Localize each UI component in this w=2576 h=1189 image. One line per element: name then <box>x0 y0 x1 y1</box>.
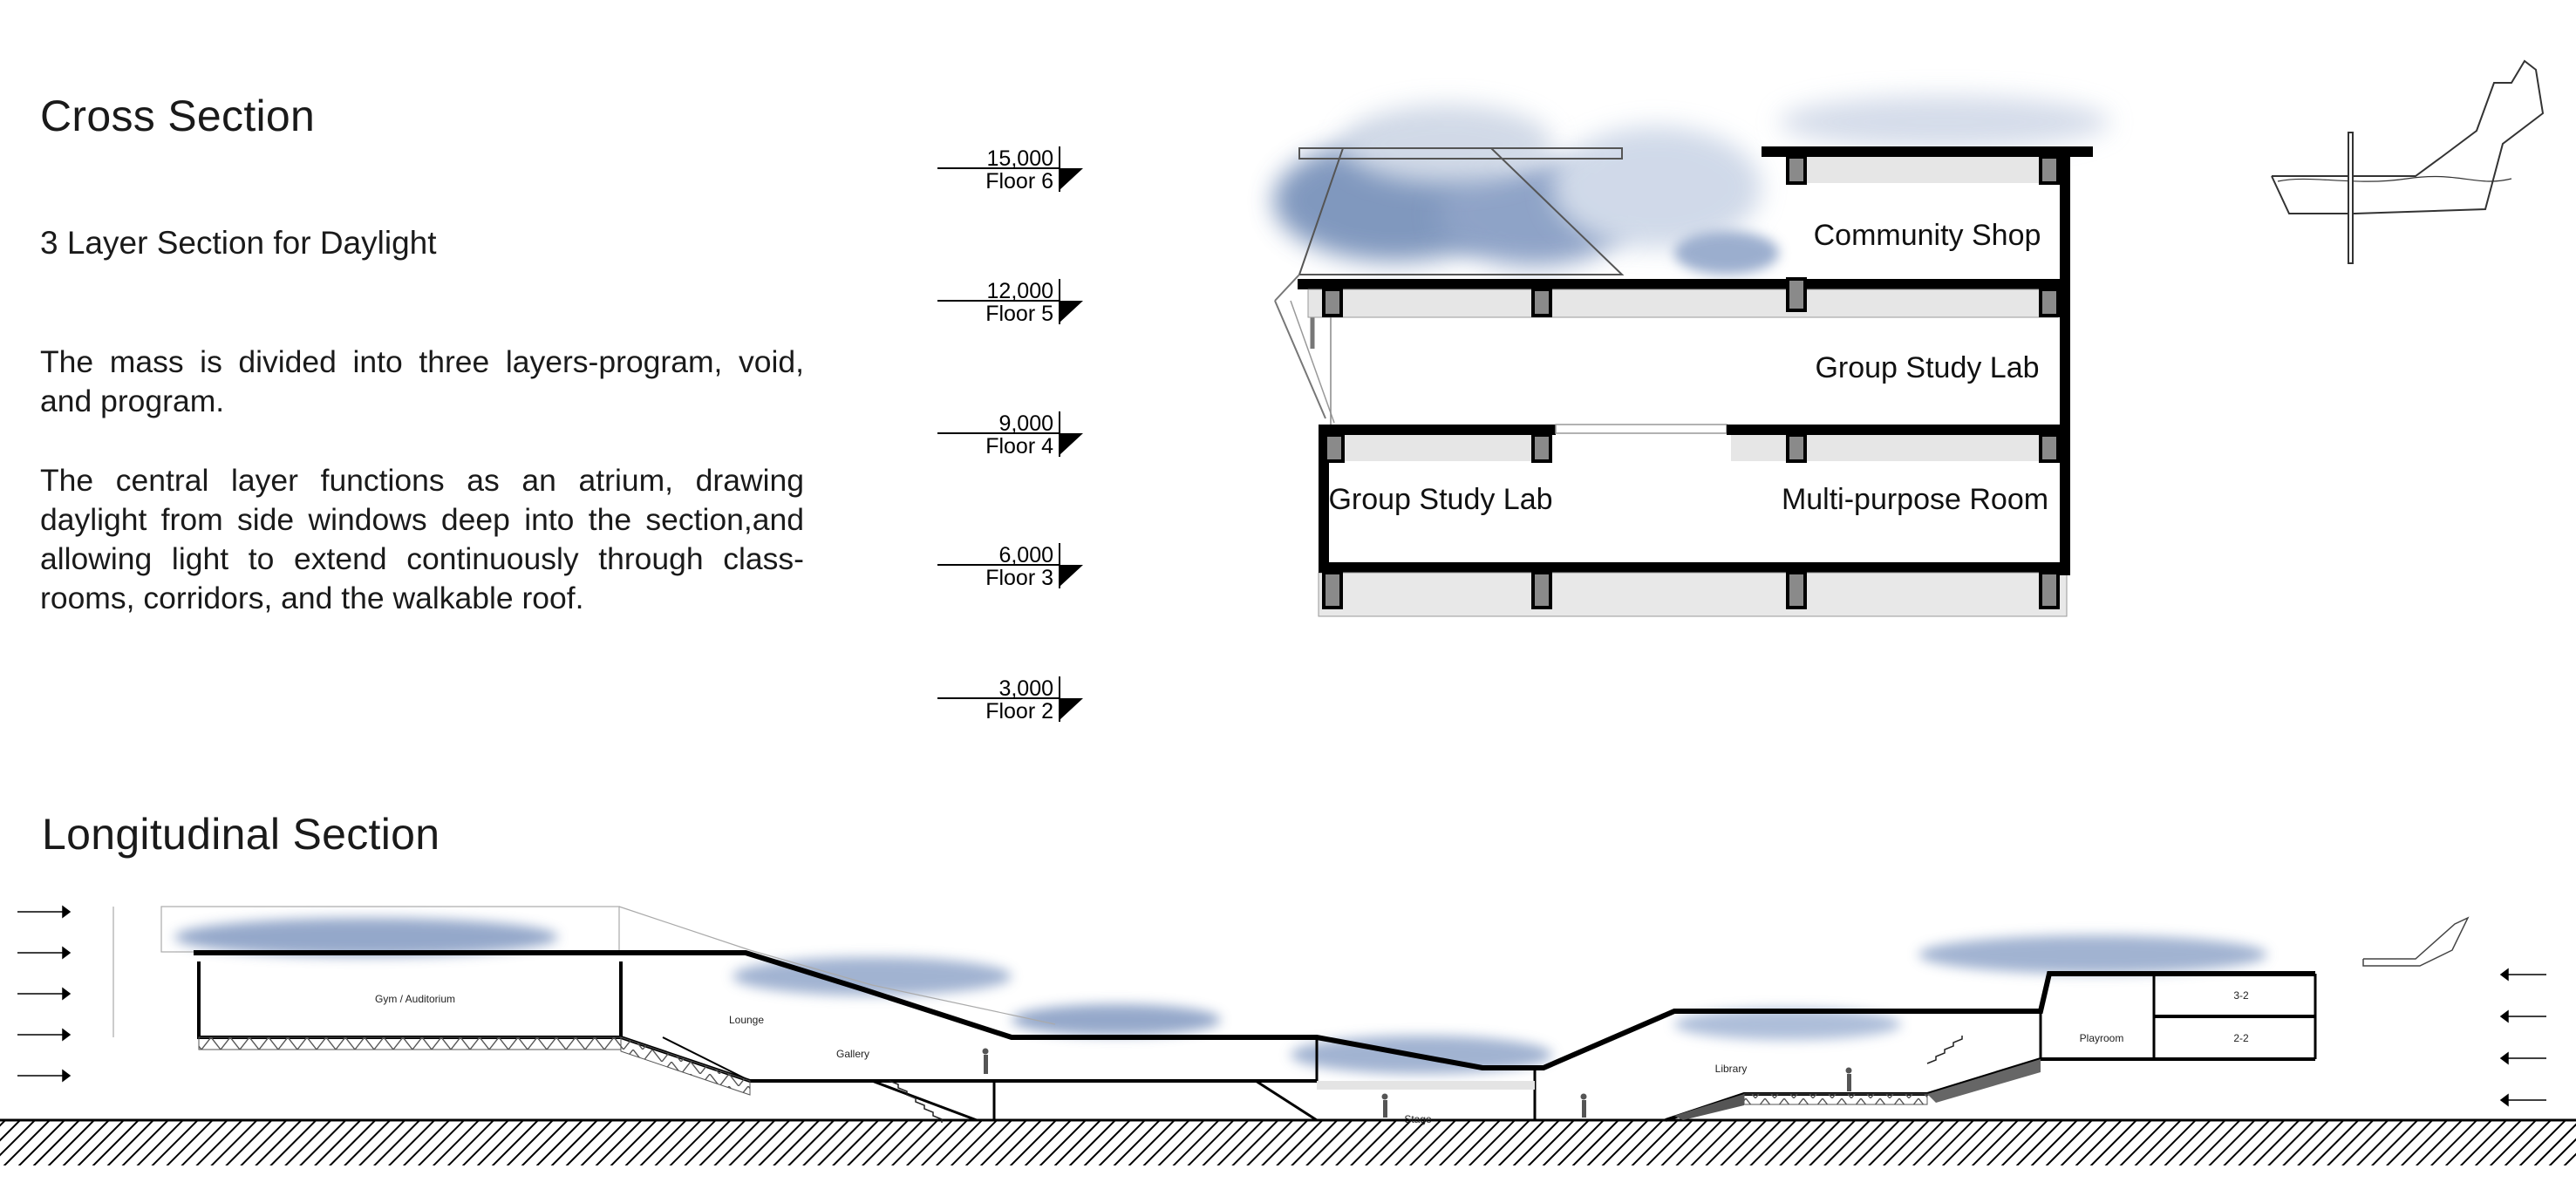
room-label-community-shop: Community Shop <box>1814 219 2041 252</box>
right-level-markers <box>2499 968 2546 1107</box>
human-figures <box>982 1048 1852 1118</box>
room-label-stage: Stage <box>1404 1113 1432 1125</box>
longitudinal-key-plan <box>2362 916 2470 967</box>
roof-vegetation <box>1273 96 2110 275</box>
level-floor: Floor 6 <box>985 169 1053 194</box>
section-key-plan <box>2271 59 2545 264</box>
level-marker-floor-3: 6,000 Floor 3 <box>937 543 1083 590</box>
left-level-markers <box>17 905 72 1083</box>
longitudinal-roof-vegetation <box>174 918 2267 1074</box>
level-marker-floor-5: 12,000 Floor 5 <box>937 279 1083 326</box>
room-label-group-study-lab-upper: Group Study Lab <box>1815 351 2039 384</box>
room-label-playroom: Playroom <box>2080 1032 2124 1044</box>
level-marker-floor-6: 15,000 Floor 6 <box>937 146 1083 194</box>
room-label-group-study-lab-lower: Group Study Lab <box>1328 483 1552 516</box>
room-label-gallery: Gallery <box>836 1048 869 1060</box>
stairs <box>889 1036 1963 1123</box>
longitudinal-section-drawing: Gym / Auditorium Lounge Gallery Stage Li… <box>0 905 2576 1165</box>
cross-section-title: Cross Section <box>40 92 316 140</box>
room-label-2-2: 2-2 <box>2233 1032 2249 1044</box>
room-label-lounge: Lounge <box>729 1014 764 1026</box>
description-paragraph-2: The central layer functions as an atrium… <box>40 463 804 615</box>
description-text: The mass is divided into three layers-pr… <box>40 343 804 618</box>
level-floor: Floor 4 <box>985 434 1053 459</box>
level-floor: Floor 5 <box>985 302 1053 326</box>
longitudinal-section-title: Longitudinal Section <box>42 810 440 859</box>
level-elevation: 9,000 <box>998 411 1053 436</box>
ground-hatch <box>0 1120 2576 1165</box>
description-paragraph-1: The mass is divided into three layers-pr… <box>40 344 804 418</box>
level-floor: Floor 2 <box>985 699 1053 724</box>
level-elevation: 6,000 <box>998 543 1053 567</box>
room-label-multi-purpose-room: Multi-purpose Room <box>1782 483 2048 516</box>
level-marker-floor-4: 9,000 Floor 4 <box>937 411 1083 459</box>
cross-section-subtitle: 3 Layer Section for Daylight <box>40 225 437 261</box>
room-label-gym-auditorium: Gym / Auditorium <box>375 993 455 1005</box>
room-label-library: Library <box>1715 1063 1748 1075</box>
level-elevation: 15,000 <box>987 146 1053 171</box>
level-elevation: 12,000 <box>987 279 1053 303</box>
level-marker-floor-2: 3,000 Floor 2 <box>937 676 1083 724</box>
room-label-3-2: 3-2 <box>2233 989 2249 1002</box>
cross-section-drawing: Community Shop Group Study Lab Group Stu… <box>1273 96 2110 617</box>
level-markers: 15,000 Floor 6 12,000 Floor 5 9,000 Floo… <box>937 146 1083 724</box>
level-elevation: 3,000 <box>998 676 1053 701</box>
level-floor: Floor 3 <box>985 566 1053 590</box>
